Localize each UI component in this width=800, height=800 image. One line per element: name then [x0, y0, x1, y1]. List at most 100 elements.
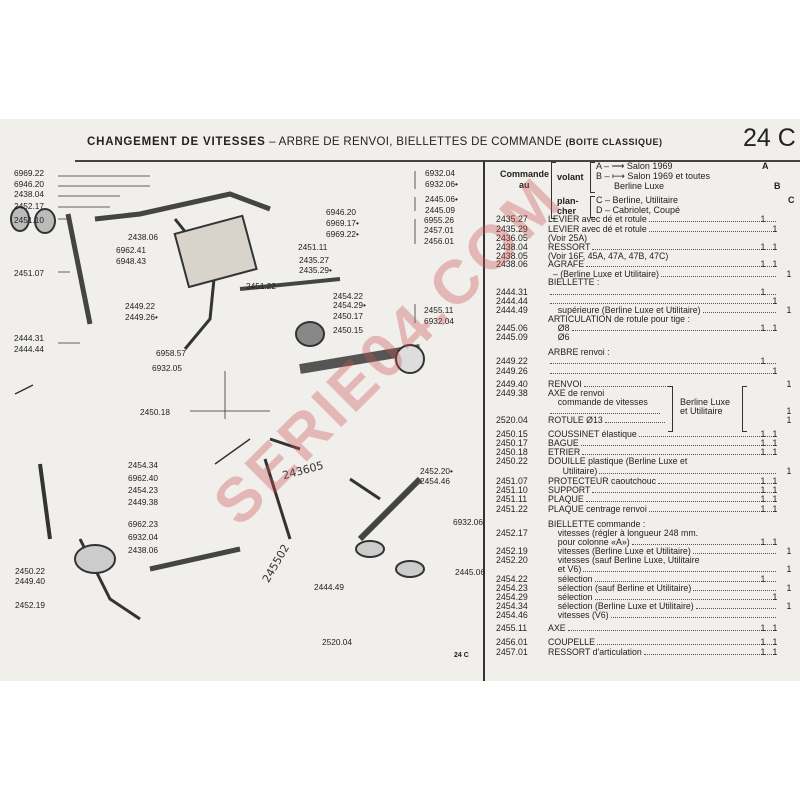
quantity-b: 1 [772, 647, 778, 657]
callout-label: 6962.41 [116, 245, 146, 255]
dot-leader [693, 583, 776, 591]
part-description: BIELLETTE : [548, 277, 600, 287]
page-title: CHANGEMENT DE VITESSES – ARBRE DE RENVOI… [87, 136, 662, 148]
parts-row: 2452.17 vitesses (régler à longueur 248 … [496, 528, 800, 538]
callout-label: 2435.29• [299, 265, 332, 275]
quantity-b: 1 [772, 637, 778, 647]
callout-label: 6932.04 [425, 168, 455, 178]
dot-leader [583, 379, 668, 387]
quantity-a: 1 [760, 429, 766, 439]
callout-label: 2452.20• [420, 466, 453, 476]
part-number: 2450.15 [496, 429, 528, 439]
part-number: 2438.05 [496, 251, 528, 261]
callout-label: 2451.10 [14, 215, 44, 225]
callout-label: 2450.15 [333, 325, 363, 335]
part-description: Ø8 [548, 323, 570, 333]
part-description: PLAQUE centrage renvoi [548, 504, 647, 514]
callout-label: 6962.40 [128, 473, 158, 483]
part-number: 2457.01 [496, 647, 528, 657]
quantity-a: 1 [760, 637, 766, 647]
callout-label: 6948.43 [116, 256, 146, 266]
part-number: 2452.17 [496, 528, 528, 538]
part-description: PROTECTEUR caoutchouc [548, 476, 657, 486]
quantity-c: 1 [786, 583, 792, 593]
quantity-c: 1 [786, 269, 792, 279]
callout-label: 2444.31 [14, 333, 44, 343]
callout-label: 2450.22 [15, 566, 45, 576]
part-description: RESSORT d'articulation [548, 647, 642, 657]
callout-label: 2454.34 [128, 460, 158, 470]
callout-label: 2452.19 [15, 600, 45, 610]
parts-row: – (Berline Luxe et Utilitaire)1 [496, 269, 800, 279]
dot-leader [648, 504, 776, 512]
part-number: 2454.23 [496, 583, 528, 593]
parts-row: commande de vitesses [496, 397, 800, 407]
dot-leader [648, 214, 776, 222]
part-description: ROTULE Ø13 [548, 415, 603, 425]
legend-d: D – Cabriolet, Coupé [596, 205, 681, 215]
callout-label: 6958.57 [156, 348, 186, 358]
quantity-b: 1 [772, 494, 778, 504]
exploded-diagram [10, 171, 425, 621]
part-description: (Voir 16F, 45A, 47A, 47B, 47C) [548, 251, 669, 261]
callout-label: 6932.06 [453, 517, 483, 527]
part-number: 2438.06 [496, 259, 528, 269]
quantity-b: 1 [772, 259, 778, 269]
quantity-a: 1 [760, 287, 766, 297]
dot-leader [643, 647, 776, 655]
parts-row: et V6)1 [496, 564, 800, 574]
part-number: 2444.31 [496, 287, 528, 297]
title-sub: – ARBRE DE RENVOI, BIELLETTES DE COMMAND… [265, 136, 566, 148]
dot-leader [638, 429, 776, 437]
parts-row: ARTICULATION de rotule pour tige : [496, 314, 800, 324]
legend-au: au [519, 180, 530, 190]
legend-bracket [590, 162, 595, 193]
dot-leader [594, 574, 776, 582]
quantity-b: 1 [772, 447, 778, 457]
quantity-b: 1 [772, 438, 778, 448]
callout-label: 2454.23 [128, 485, 158, 495]
quantity-a: 1 [760, 537, 766, 547]
part-number: 2451.07 [496, 476, 528, 486]
parts-row: 2445.09 Ø6 [496, 332, 800, 342]
parts-row: 2438.05 (Voir 16F, 45A, 47A, 47B, 47C) [496, 251, 800, 261]
part-description: sélection (sauf Berline et Utilitaire) [548, 583, 692, 593]
quantity-a: 1 [760, 504, 766, 514]
callout-label: 2451.07 [14, 268, 44, 278]
title-main: CHANGEMENT DE VITESSES [87, 136, 266, 148]
group-label: Berline Luxe [680, 397, 731, 407]
callout-label: 2452.17 [14, 201, 44, 211]
parts-row: 2452.20 vitesses (sauf Berline Luxe, Uti… [496, 555, 800, 565]
quantity-c: 1 [786, 379, 792, 389]
legend-volant: volant [557, 172, 584, 182]
part-description: (Voir 25A) [548, 233, 588, 243]
part-number: 2451.10 [496, 485, 528, 495]
dot-leader [660, 269, 776, 277]
part-description: commande de vitesses [548, 397, 648, 407]
dot-leader [648, 224, 776, 232]
dot-leader [610, 610, 776, 618]
quantity-a: 1 [760, 242, 766, 252]
part-number: 2455.11 [496, 623, 528, 633]
part-description: COUSSINET élastique [548, 429, 637, 439]
part-number [496, 564, 548, 574]
part-number: 2520.04 [496, 415, 528, 425]
part-number: 2449.40 [496, 379, 528, 389]
part-number: 2435.27 [496, 214, 528, 224]
part-description: sélection [548, 574, 593, 584]
part-number: 2454.22 [496, 574, 528, 584]
quantity-b: 1 [772, 537, 778, 547]
part-description: supérieure (Berline Luxe et Utilitaire) [548, 305, 701, 315]
callout-label: 2456.01 [424, 236, 454, 246]
callout-label: 2435.27 [299, 255, 329, 265]
quantity-a: 1 [760, 485, 766, 495]
part-number: 2450.18 [496, 447, 528, 457]
